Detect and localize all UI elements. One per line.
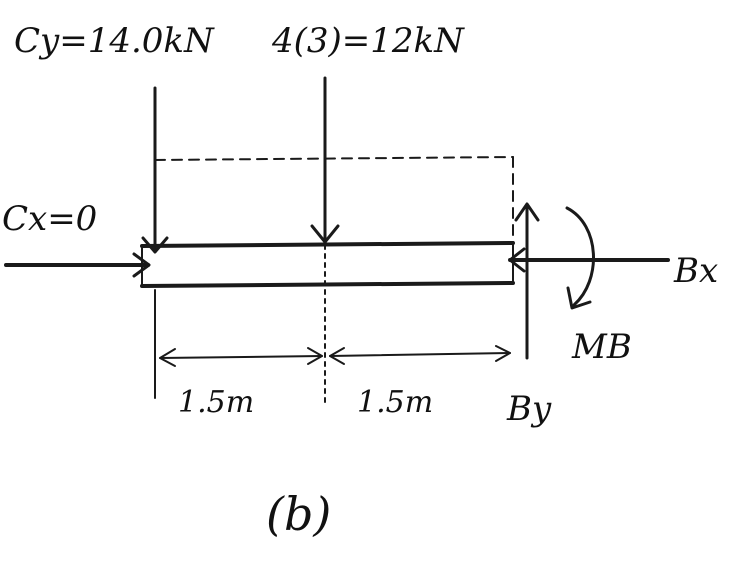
bx-force-arrow [508, 247, 670, 273]
dimension-right-label: 1.5m [357, 385, 433, 420]
dimension-left-label: 1.5m [178, 385, 254, 420]
beam [140, 241, 515, 288]
by-force-arrow [514, 202, 540, 360]
distributed-resultant-label: 4(3)=12kN [271, 21, 465, 61]
moment-b-arrow [565, 206, 595, 310]
figure-caption: (b) [266, 487, 331, 541]
bx-force-label: Bx [673, 251, 718, 291]
resultant-force-arrow [310, 76, 340, 244]
cy-force-arrow [141, 86, 169, 254]
cx-force-label: Cx=0 [2, 199, 97, 239]
dimension-lines [154, 244, 511, 406]
cy-force-label: Cy=14.0kN [14, 21, 215, 61]
by-force-label: By [506, 389, 552, 429]
cx-force-arrow [4, 252, 151, 278]
moment-b-label: MB [571, 327, 632, 367]
distributed-load-outline [154, 156, 514, 244]
